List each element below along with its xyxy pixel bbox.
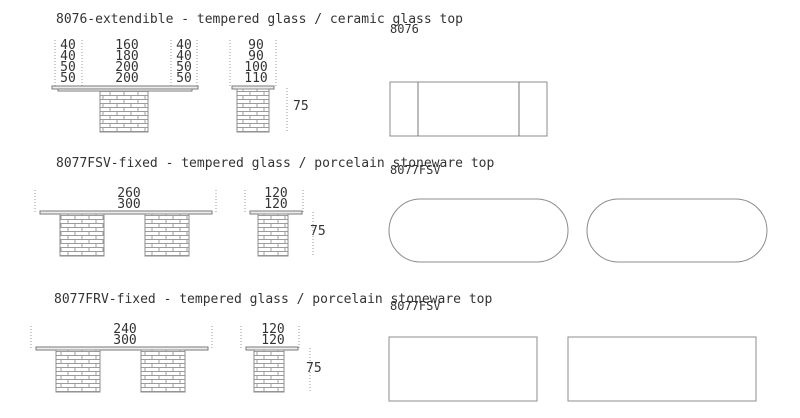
front-elevation xyxy=(51,85,199,133)
brick-base xyxy=(99,90,149,133)
plan-view-rectangle xyxy=(389,81,548,137)
plan-label: 8077FSV xyxy=(390,299,441,313)
row-heading: 8077FRV-fixed - tempered glass / porcela… xyxy=(54,292,492,307)
dim-width: 120 xyxy=(261,322,284,337)
brick-base-right xyxy=(140,349,186,393)
dim-height: 75 xyxy=(293,99,309,114)
dim-leaf-left: 50 xyxy=(60,71,76,86)
brick-base xyxy=(236,88,270,133)
brick-base-left xyxy=(59,213,105,257)
dim-leaf-left: 50 xyxy=(60,60,76,75)
dim-width: 120 xyxy=(264,186,287,201)
brick-base xyxy=(253,349,285,393)
side-elevation xyxy=(245,346,299,393)
plan-view-oval-right xyxy=(586,198,768,263)
plan-outline xyxy=(389,81,548,137)
dim-length: 300 xyxy=(113,333,136,348)
dim-leaf-right: 40 xyxy=(176,49,192,64)
dim-length: 180 xyxy=(115,49,138,64)
dim-width: 90 xyxy=(248,38,264,53)
dim-height: 75 xyxy=(306,361,322,376)
table-top xyxy=(39,210,213,215)
dim-leaf-left: 40 xyxy=(60,38,76,53)
row-8077frv: 8077FRV-fixed - tempered glass / porcela… xyxy=(30,292,757,402)
width-dimensions: 120 120 xyxy=(240,322,300,348)
width-dimensions: 120 120 xyxy=(244,186,304,212)
plan-label: 8076 xyxy=(390,22,419,36)
dim-length: 200 xyxy=(115,60,138,75)
row-8077fsv: 8077FSV-fixed - tempered glass / porcela… xyxy=(34,156,768,263)
plan-view-oval-left xyxy=(388,198,569,263)
plan-label: 8077FSV xyxy=(390,163,441,177)
dim-length: 160 xyxy=(115,38,138,53)
dim-width: 120 xyxy=(264,197,287,212)
table-top xyxy=(35,346,209,351)
row-heading: 8076-extendible - tempered glass / ceram… xyxy=(56,12,463,27)
dim-length: 240 xyxy=(113,322,136,337)
dim-leaf-left: 40 xyxy=(60,49,76,64)
dim-width: 120 xyxy=(261,333,284,348)
dim-length: 200 xyxy=(115,71,138,86)
dim-length: 260 xyxy=(117,186,140,201)
dim-width: 100 xyxy=(244,60,267,75)
side-elevation xyxy=(231,85,275,133)
dim-length: 300 xyxy=(117,197,140,212)
brick-base-right xyxy=(144,213,190,257)
width-dimensions: 90 90 100 110 xyxy=(229,38,277,86)
side-elevation xyxy=(249,210,303,257)
row-heading: 8077FSV-fixed - tempered glass / porcela… xyxy=(56,156,494,171)
front-elevation xyxy=(39,210,213,257)
plan-view-rect-left xyxy=(388,336,538,402)
dim-leaf-right: 50 xyxy=(176,71,192,86)
brick-base-left xyxy=(55,349,101,393)
dim-width: 90 xyxy=(248,49,264,64)
dim-width: 110 xyxy=(244,71,267,86)
row-8076: 8076-extendible - tempered glass / ceram… xyxy=(51,12,548,137)
dim-leaf-right: 40 xyxy=(176,38,192,53)
length-dimensions: 240 300 xyxy=(30,322,213,348)
dim-height: 75 xyxy=(310,224,326,239)
brick-base xyxy=(257,213,289,257)
front-elevation xyxy=(35,346,209,393)
dim-leaf-right: 50 xyxy=(176,60,192,75)
length-dimensions: 260 300 xyxy=(34,186,217,212)
plan-view-rect-right xyxy=(567,336,757,402)
length-dimensions: 40 160 40 40 180 40 50 200 50 50 200 50 xyxy=(54,38,198,86)
